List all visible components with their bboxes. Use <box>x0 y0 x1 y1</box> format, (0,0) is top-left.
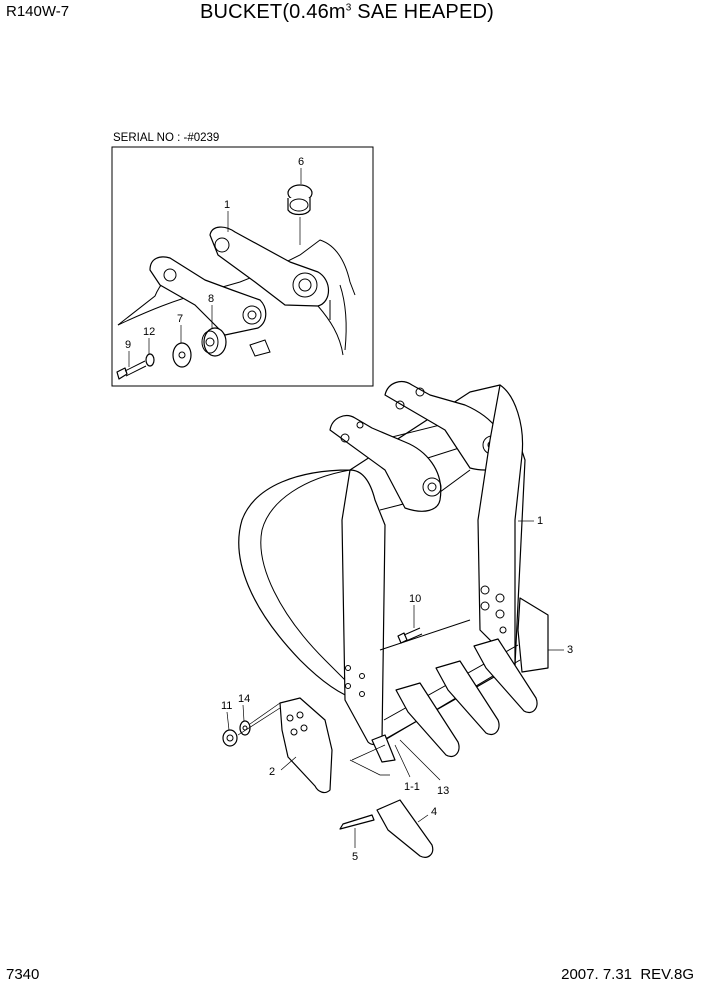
callout-2: 2 <box>269 766 275 778</box>
callout-3: 3 <box>567 644 573 656</box>
revision-date: 2007. 7.31 REV.8G <box>561 966 694 983</box>
inset-callout-1: 1 <box>224 199 230 211</box>
callout-4: 4 <box>431 806 437 818</box>
inset-bucket-drawing <box>116 184 356 380</box>
main-leader-lines <box>226 520 564 848</box>
inset-callout-9: 9 <box>125 339 131 351</box>
title-suffix: SAE HEAPED) <box>351 1 494 23</box>
main-bucket-drawing <box>222 381 549 858</box>
inset-callout-6: 6 <box>298 156 304 168</box>
callout-11: 11 <box>221 700 232 712</box>
callout-10: 10 <box>409 593 421 605</box>
inset-callout-8: 8 <box>208 293 214 305</box>
page-number: 7340 <box>6 966 40 983</box>
inset-leader-lines <box>128 168 302 367</box>
inset-callout-7: 7 <box>177 313 183 325</box>
page-title: BUCKET(0.46m3 SAE HEAPED) <box>200 2 494 22</box>
inset-frame <box>111 146 374 387</box>
callout-5: 5 <box>352 851 358 863</box>
callout-13: 13 <box>437 785 449 797</box>
callout-1-1: 1-1 <box>404 781 420 793</box>
title-superscript: 3 <box>345 2 352 14</box>
inset-callout-12: 12 <box>143 326 155 338</box>
callout-1: 1 <box>537 515 543 527</box>
model-code: R140W-7 <box>6 3 70 20</box>
title-prefix: BUCKET(0.46m <box>200 1 346 23</box>
callout-14: 14 <box>238 693 250 705</box>
serial-number-label: SERIAL NO : -#0239 <box>113 132 220 144</box>
